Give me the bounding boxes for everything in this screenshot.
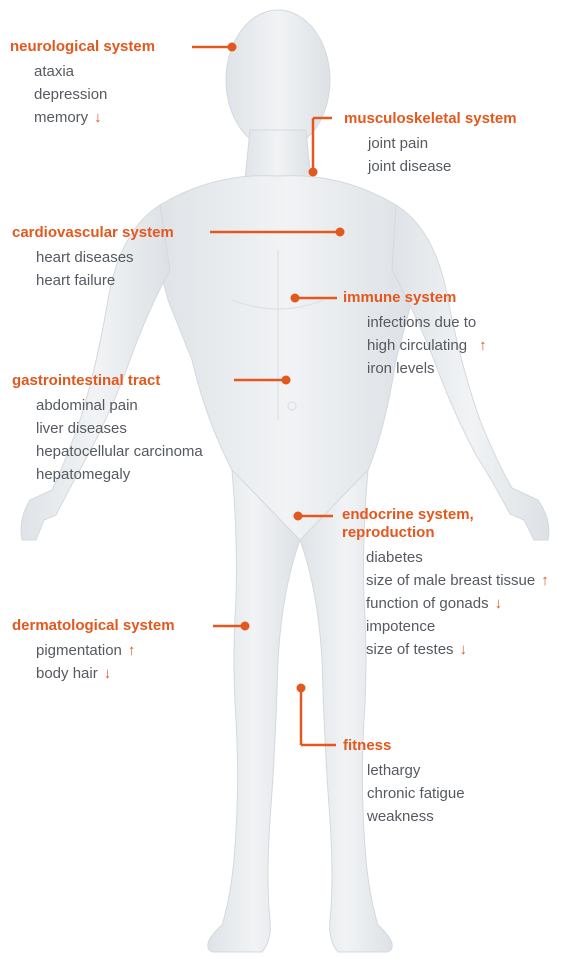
gastrointestinal-group: gastrointestinal tract abdominal pain li… <box>12 372 203 486</box>
musculoskeletal-heading: musculoskeletal system <box>344 110 517 128</box>
dermatological-group: dermatological system pigmentation ↑ body… <box>12 617 175 685</box>
neurological-items: ataxia depression memory ↓ <box>34 60 155 129</box>
neurological-heading: neurological system <box>10 38 155 56</box>
symptom-text: function of gonads <box>366 595 489 612</box>
symptom-item: ataxia <box>34 60 155 83</box>
gastrointestinal-items: abdominal pain liver diseases hepatocell… <box>36 394 203 486</box>
symptom-item: joint disease <box>368 155 517 178</box>
cardiovascular-group: cardiovascular system heart diseases hea… <box>12 224 174 292</box>
dermatological-heading: dermatological system <box>12 617 175 635</box>
symptom-text: body hair <box>36 665 98 682</box>
endocrine-items: diabetes size of male breast tissue ↑ fun… <box>366 546 549 661</box>
symptom-text: size of testes <box>366 641 454 658</box>
trend-up-arrow-icon: ↑ <box>128 639 136 662</box>
symptom-item: depression <box>34 83 155 106</box>
immune-heading: immune system <box>343 289 487 307</box>
symptom-text: pigmentation <box>36 642 122 659</box>
symptom-item: heart failure <box>36 269 174 292</box>
symptom-text: size of male breast tissue <box>366 572 535 589</box>
trend-up-arrow-icon: ↑ <box>541 569 549 592</box>
symptom-item: liver diseases <box>36 417 203 440</box>
symptom-item: joint pain <box>368 132 517 155</box>
symptom-item: chronic fatigue <box>367 782 465 805</box>
symptom-item: high circulating ↑ <box>367 334 487 357</box>
endocrine-group: endocrine system, reproduction diabetes … <box>342 506 549 661</box>
neurological-leader <box>192 43 237 52</box>
symptom-item: weakness <box>367 805 465 828</box>
trend-down-arrow-icon: ↓ <box>495 592 503 615</box>
trend-up-arrow-icon: ↑ <box>479 334 487 357</box>
fitness-group: fitness lethargy chronic fatigue weaknes… <box>343 737 465 828</box>
symptom-item: memory ↓ <box>34 106 155 129</box>
dermatological-leader <box>213 622 250 631</box>
symptom-item: heart diseases <box>36 246 174 269</box>
musculoskeletal-leader <box>309 118 333 177</box>
gastrointestinal-heading: gastrointestinal tract <box>12 372 203 390</box>
endocrine-heading: endocrine system, reproduction <box>342 506 549 542</box>
symptom-item: hepatocellular carcinoma <box>36 440 203 463</box>
trend-down-arrow-icon: ↓ <box>460 638 468 661</box>
endocrine-heading-line1: endocrine system, <box>342 506 549 524</box>
symptom-item: impotence <box>366 615 549 638</box>
symptom-item: pigmentation ↑ <box>36 639 175 662</box>
symptom-item: abdominal pain <box>36 394 203 417</box>
symptom-text: memory <box>34 109 88 126</box>
symptom-item: iron levels <box>367 357 487 380</box>
symptom-item: lethargy <box>367 759 465 782</box>
dermatological-items: pigmentation ↑ body hair ↓ <box>36 639 175 685</box>
symptom-item: size of testes ↓ <box>366 638 549 661</box>
symptom-item: diabetes <box>366 546 549 569</box>
endocrine-heading-line2: reproduction <box>342 524 549 542</box>
trend-down-arrow-icon: ↓ <box>94 106 102 129</box>
musculoskeletal-items: joint pain joint disease <box>368 132 517 178</box>
fitness-items: lethargy chronic fatigue weakness <box>367 759 465 828</box>
symptom-item: function of gonads ↓ <box>366 592 549 615</box>
symptom-item: hepatomegaly <box>36 463 203 486</box>
immune-items: infections due to high circulating ↑ iron… <box>367 311 487 380</box>
immune-group: immune system infections due to high cir… <box>343 289 487 380</box>
symptom-item: body hair ↓ <box>36 662 175 685</box>
neurological-group: neurological system ataxia depression me… <box>10 38 155 129</box>
trend-down-arrow-icon: ↓ <box>104 662 112 685</box>
cardiovascular-heading: cardiovascular system <box>12 224 174 242</box>
symptom-item: size of male breast tissue ↑ <box>366 569 549 592</box>
cardiovascular-items: heart diseases heart failure <box>36 246 174 292</box>
fitness-heading: fitness <box>343 737 465 755</box>
symptom-item: infections due to <box>367 311 487 334</box>
symptom-text: high circulating <box>367 337 467 354</box>
musculoskeletal-group: musculoskeletal system joint pain joint … <box>344 110 517 178</box>
